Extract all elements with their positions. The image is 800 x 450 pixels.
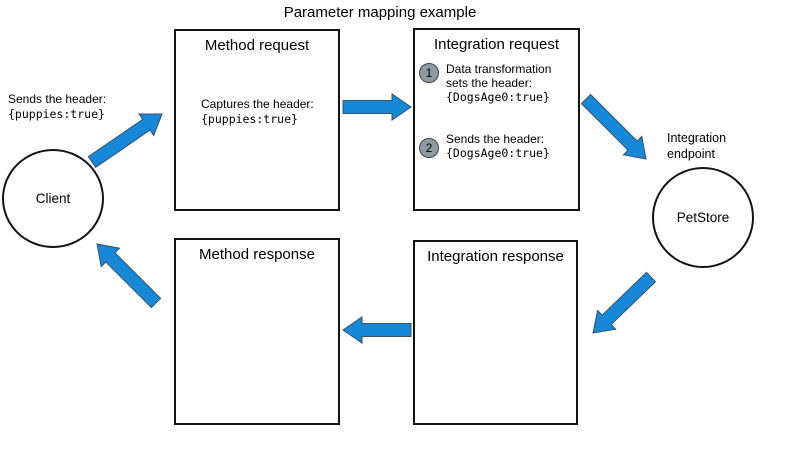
petstore-label: PetStore [676,210,730,225]
method-request-title: Method request [204,37,310,54]
petstore-node: PetStore [652,167,754,268]
integration-request-box: Integration request 1 Data transformatio… [413,28,580,211]
flow-arrow-method-request-to-integration-request [342,93,412,121]
captures-header-code: {puppies:true} [201,112,298,126]
flow-arrow-integration-response-to-method-response [342,316,412,344]
client-label: Client [35,191,71,206]
client-node: Client [2,149,104,248]
integration-endpoint-annotation: Integration endpoint [667,131,727,161]
method-request-content: Captures the header: {puppies:true} [201,97,314,127]
integration-response-box: Integration response [413,240,578,425]
flow-arrow-integration-request-to-endpoint [580,93,647,160]
integration-request-step-1: 1 Data transformation sets the header: {… [419,62,571,104]
step-1-text: Data transformation sets the header: [446,62,552,90]
step-1-body: Data transformation sets the header: {Do… [446,62,571,104]
captures-header-text: Captures the header: [201,97,314,111]
client-sends-code: {puppies:true} [8,107,105,121]
flow-arrow-endpoint-to-integration-response [592,271,657,334]
step-2-code: {DogsAge0:true} [446,146,550,160]
step-2-body: Sends the header: {DogsAge0:true} [446,132,550,160]
step-2-badge: 2 [419,138,439,158]
method-response-box: Method response [174,238,340,425]
diagram-title: Parameter mapping example [283,4,477,21]
flow-arrow-client-to-method-request [87,113,163,169]
step-2-text: Sends the header: [446,132,545,146]
client-sends-annotation: Sends the header: {puppies:true} [8,92,106,122]
flow-arrow-method-response-to-client [96,243,162,309]
integration-request-step-2: 2 Sends the header: {DogsAge0:true} [419,132,550,160]
client-sends-text: Sends the header: [8,92,107,106]
step-1-badge: 1 [419,63,439,83]
integration-response-title: Integration response [427,248,564,265]
method-request-box: Method request Captures the header: {pup… [174,29,340,211]
method-response-title: Method response [199,246,315,263]
step-1-code: {DogsAge0:true} [446,90,550,104]
integration-request-title: Integration request [433,36,560,53]
